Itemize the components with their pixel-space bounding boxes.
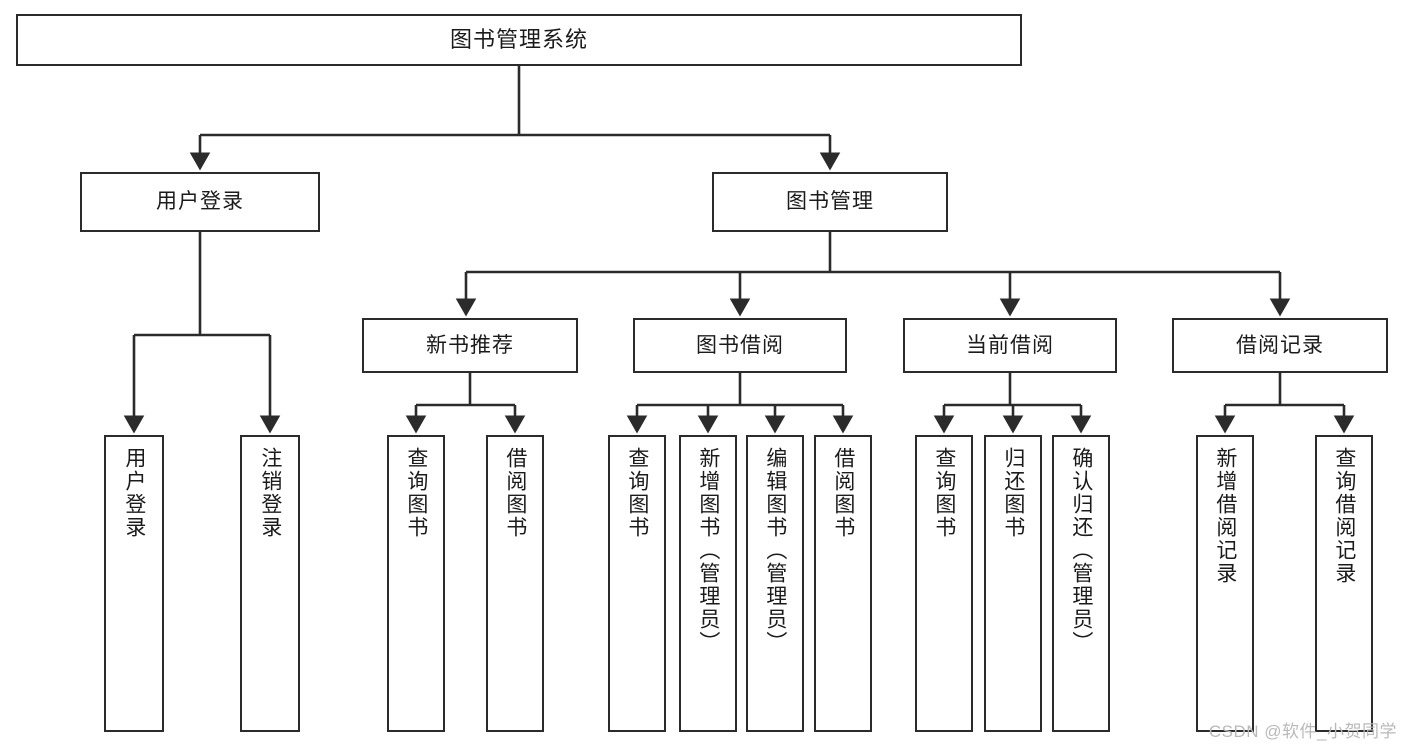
node-new-book-recommend[interactable]: 新书推荐: [362, 318, 578, 373]
leaf-query-book-current[interactable]: 查询图书: [915, 435, 973, 732]
leaf-return-book[interactable]: 归还图书: [984, 435, 1042, 732]
leaf-logout[interactable]: 注销登录: [240, 435, 300, 732]
leaf-label: 查询借阅记录: [1332, 447, 1356, 585]
node-root[interactable]: 图书管理系统: [16, 14, 1022, 66]
node-current-borrow-label: 当前借阅: [966, 333, 1054, 357]
leaf-label: 查询图书: [404, 447, 428, 539]
leaf-confirm-return-admin[interactable]: 确认归还（管理员）: [1052, 435, 1110, 732]
leaf-edit-book-admin[interactable]: 编辑图书（管理员）: [746, 435, 804, 732]
node-new-book-recommend-label: 新书推荐: [426, 333, 514, 357]
leaf-query-book-recommend[interactable]: 查询图书: [387, 435, 445, 732]
leaf-label: 查询图书: [625, 447, 649, 539]
node-book-management-label: 图书管理: [786, 190, 874, 214]
node-user-login[interactable]: 用户登录: [80, 172, 320, 232]
leaf-query-borrow-record[interactable]: 查询借阅记录: [1315, 435, 1373, 732]
leaf-label: 查询图书: [932, 447, 956, 539]
node-borrow-record-label: 借阅记录: [1236, 333, 1324, 357]
node-current-borrow[interactable]: 当前借阅: [903, 318, 1117, 373]
leaf-borrow-book-recommend[interactable]: 借阅图书: [486, 435, 544, 732]
leaf-add-book-admin[interactable]: 新增图书（管理员）: [679, 435, 737, 732]
leaf-label: 注销登录: [258, 447, 282, 539]
leaf-query-book-borrow[interactable]: 查询图书: [608, 435, 666, 732]
leaf-label: 编辑图书（管理员）: [763, 447, 787, 654]
node-borrow-record[interactable]: 借阅记录: [1172, 318, 1388, 373]
leaf-add-borrow-record[interactable]: 新增借阅记录: [1196, 435, 1254, 732]
watermark: CSDN @软件_小贺同学: [1208, 722, 1397, 741]
node-book-borrow[interactable]: 图书借阅: [633, 318, 847, 373]
leaf-borrow-book[interactable]: 借阅图书: [814, 435, 872, 732]
node-user-login-label: 用户登录: [156, 190, 244, 214]
leaf-label: 新增图书（管理员）: [696, 447, 720, 654]
leaf-label: 借阅图书: [831, 447, 855, 539]
node-book-borrow-label: 图书借阅: [696, 333, 784, 357]
leaf-label: 确认归还（管理员）: [1069, 447, 1093, 654]
node-root-label: 图书管理系统: [449, 26, 588, 52]
leaf-label: 借阅图书: [503, 447, 527, 539]
leaf-label: 用户登录: [122, 447, 146, 539]
node-book-management[interactable]: 图书管理: [712, 172, 948, 232]
leaf-label: 归还图书: [1001, 447, 1025, 539]
leaf-label: 新增借阅记录: [1213, 447, 1237, 585]
leaf-user-login[interactable]: 用户登录: [104, 435, 164, 732]
